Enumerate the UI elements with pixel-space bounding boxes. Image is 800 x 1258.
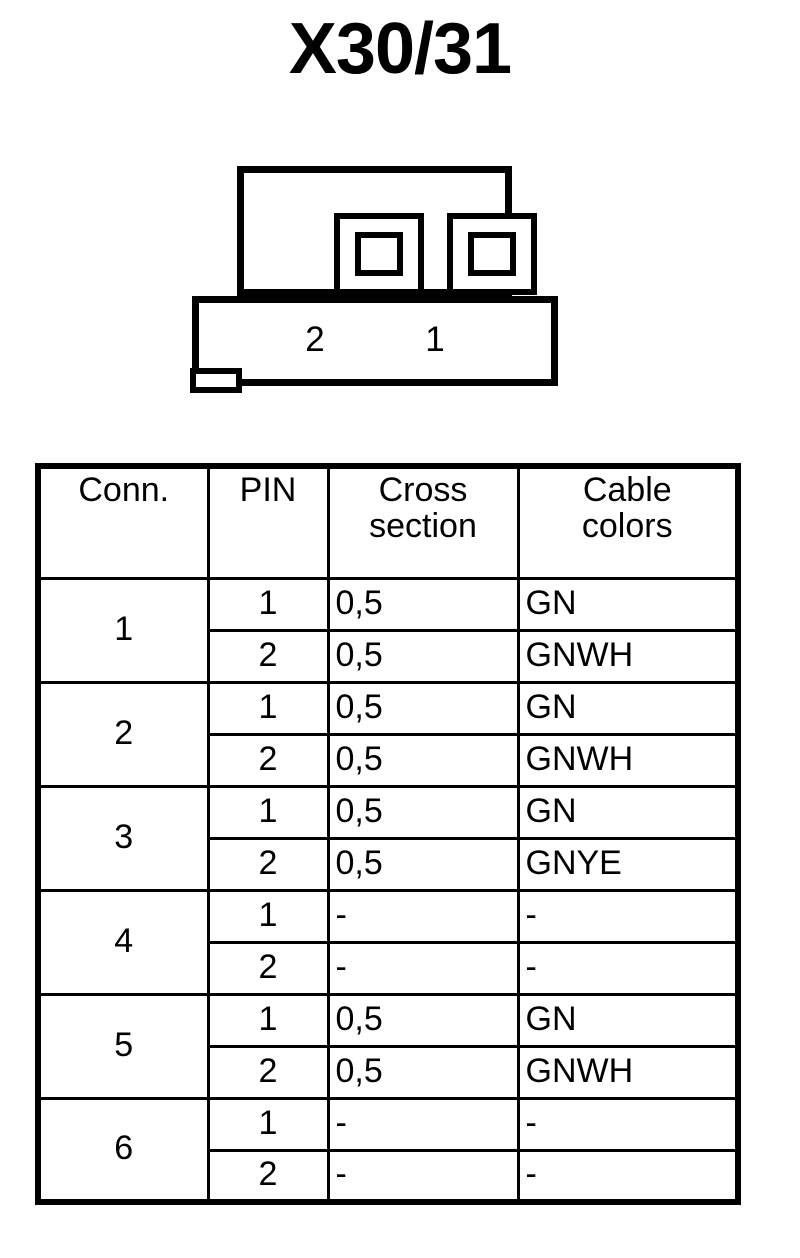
column-header-pin: PIN	[206, 464, 330, 580]
cell-cable-color: -	[516, 940, 740, 996]
pin-number-label-2: 2	[305, 320, 325, 359]
cell-pin-number: 1	[206, 576, 330, 632]
pin-socket-1-inner	[468, 232, 516, 276]
cell-pin-number: 2	[206, 836, 330, 892]
cell-cross-section: 0,5	[326, 732, 520, 788]
cell-connector-number: 3	[36, 784, 210, 892]
cell-cross-section: 0,5	[326, 628, 520, 684]
pin-socket-2	[334, 213, 424, 295]
connector-lower-body	[192, 296, 558, 386]
cell-pin-number: 2	[206, 628, 330, 684]
cell-pin-number: 2	[206, 1044, 330, 1100]
cell-cable-color: GNYE	[516, 836, 740, 892]
cell-connector-number: 4	[36, 888, 210, 996]
cell-cable-color: GN	[516, 992, 740, 1048]
cell-cable-color: GNWH	[516, 1044, 740, 1100]
cell-pin-number: 1	[206, 888, 330, 944]
column-header-cross-section-line1: Cross	[378, 471, 468, 509]
cell-connector-number: 2	[36, 680, 210, 788]
connector-upper-body	[237, 166, 537, 296]
cell-cross-section: 0,5	[326, 1044, 520, 1100]
pin-socket-2-inner	[355, 232, 403, 276]
pin-number-label-1: 1	[425, 320, 445, 359]
cell-cross-section: -	[326, 888, 520, 944]
cell-cable-color: GNWH	[516, 628, 740, 684]
connector-diagram: 2 1	[180, 155, 580, 400]
page-title: X30/31	[288, 9, 512, 89]
cell-cable-color: GN	[516, 576, 740, 632]
cell-connector-number: 6	[36, 1096, 210, 1204]
cell-cross-section: 0,5	[326, 836, 520, 892]
column-header-cable-colors-line2: colors	[581, 506, 673, 545]
cell-cable-color: -	[516, 888, 740, 944]
cell-cross-section: -	[326, 1096, 520, 1152]
connector-latch-tab	[190, 368, 242, 393]
column-header-cable-colors: Cable colors	[516, 464, 740, 580]
cell-cable-color: GN	[516, 680, 740, 736]
cell-connector-number: 5	[36, 992, 210, 1100]
table-header-row: Conn. PIN Cross section Cable colors	[36, 464, 740, 580]
cell-cable-color: GNWH	[516, 732, 740, 788]
cell-pin-number: 2	[206, 940, 330, 996]
cell-pin-number: 1	[206, 992, 330, 1048]
cell-cross-section: 0,5	[326, 784, 520, 840]
cell-pin-number: 2	[206, 1148, 330, 1204]
cell-cross-section: -	[326, 1148, 520, 1204]
cell-cross-section: 0,5	[326, 576, 520, 632]
cell-cable-color: -	[516, 1096, 740, 1152]
column-header-cross-section-line2: section	[369, 506, 477, 545]
table-row: 2--	[38, 1148, 740, 1204]
cell-cross-section: 0,5	[326, 992, 520, 1048]
cell-pin-number: 1	[206, 1096, 330, 1152]
table-header: Conn. PIN Cross section Cable colors	[36, 464, 740, 580]
cell-cable-color: GN	[516, 784, 740, 840]
cell-cable-color: -	[516, 1148, 740, 1204]
cell-cross-section: -	[326, 940, 520, 996]
table-row: 2--	[38, 940, 740, 996]
column-header-cross-section: Cross section	[326, 464, 520, 580]
cell-pin-number: 1	[206, 784, 330, 840]
cell-cross-section: 0,5	[326, 680, 520, 736]
cell-pin-number: 2	[206, 732, 330, 788]
column-header-conn: Conn.	[36, 464, 210, 580]
column-header-cable-colors-line1: Cable	[582, 471, 672, 509]
pin-socket-1	[447, 213, 537, 295]
cell-connector-number: 1	[36, 576, 210, 684]
cell-pin-number: 1	[206, 680, 330, 736]
